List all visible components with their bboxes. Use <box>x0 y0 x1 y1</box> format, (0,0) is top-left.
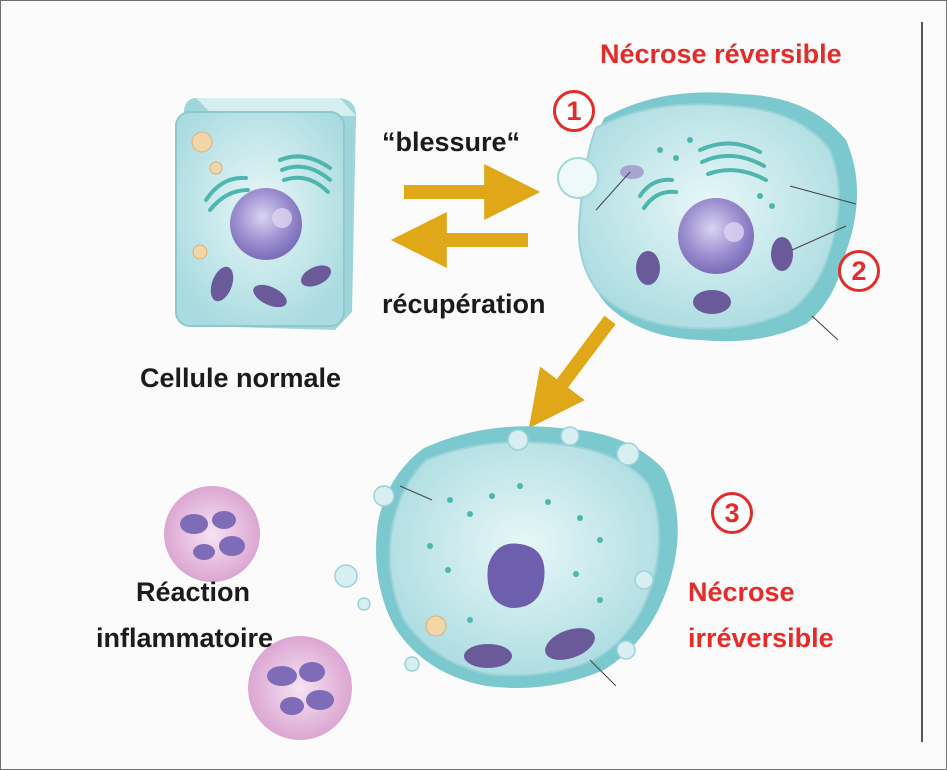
reversible-necrosis-title: Nécrose réversible <box>600 39 842 69</box>
injury-label: “blessure“ <box>382 127 521 157</box>
right-border-line <box>921 22 923 742</box>
inflammatory-reaction-label-line1: Réaction <box>136 577 251 607</box>
inflammatory-cells <box>164 486 352 740</box>
damaged-mitochondria <box>464 628 595 668</box>
normal-cell-label: Cellule normale <box>140 363 342 393</box>
neutrophil <box>164 486 260 582</box>
irreversible-necrosis-cell <box>334 426 678 688</box>
cell-bleb <box>557 157 599 199</box>
neutrophil <box>248 636 352 740</box>
marker-1: 1 <box>553 90 595 132</box>
fragmented-nucleus <box>487 543 545 608</box>
normal-cell <box>175 98 356 330</box>
arrows <box>390 164 616 429</box>
reversible-necrosis-cell <box>557 92 857 342</box>
nucleus <box>678 198 754 274</box>
inflammatory-reaction-label-line2: inflammatoire <box>96 623 274 653</box>
irreversible-necrosis-label-line2: irréversible <box>688 623 834 653</box>
golgi-apparatus <box>204 154 332 212</box>
recovery-label: récupération <box>382 289 546 319</box>
mitochondria <box>210 265 331 308</box>
swollen-mitochondria <box>636 237 793 314</box>
irreversible-necrosis-label-line1: Nécrose <box>688 577 795 607</box>
nucleus <box>230 188 302 260</box>
marker-2: 2 <box>838 250 880 292</box>
marker-3: 3 <box>711 492 753 534</box>
progression-arrow <box>528 315 616 429</box>
